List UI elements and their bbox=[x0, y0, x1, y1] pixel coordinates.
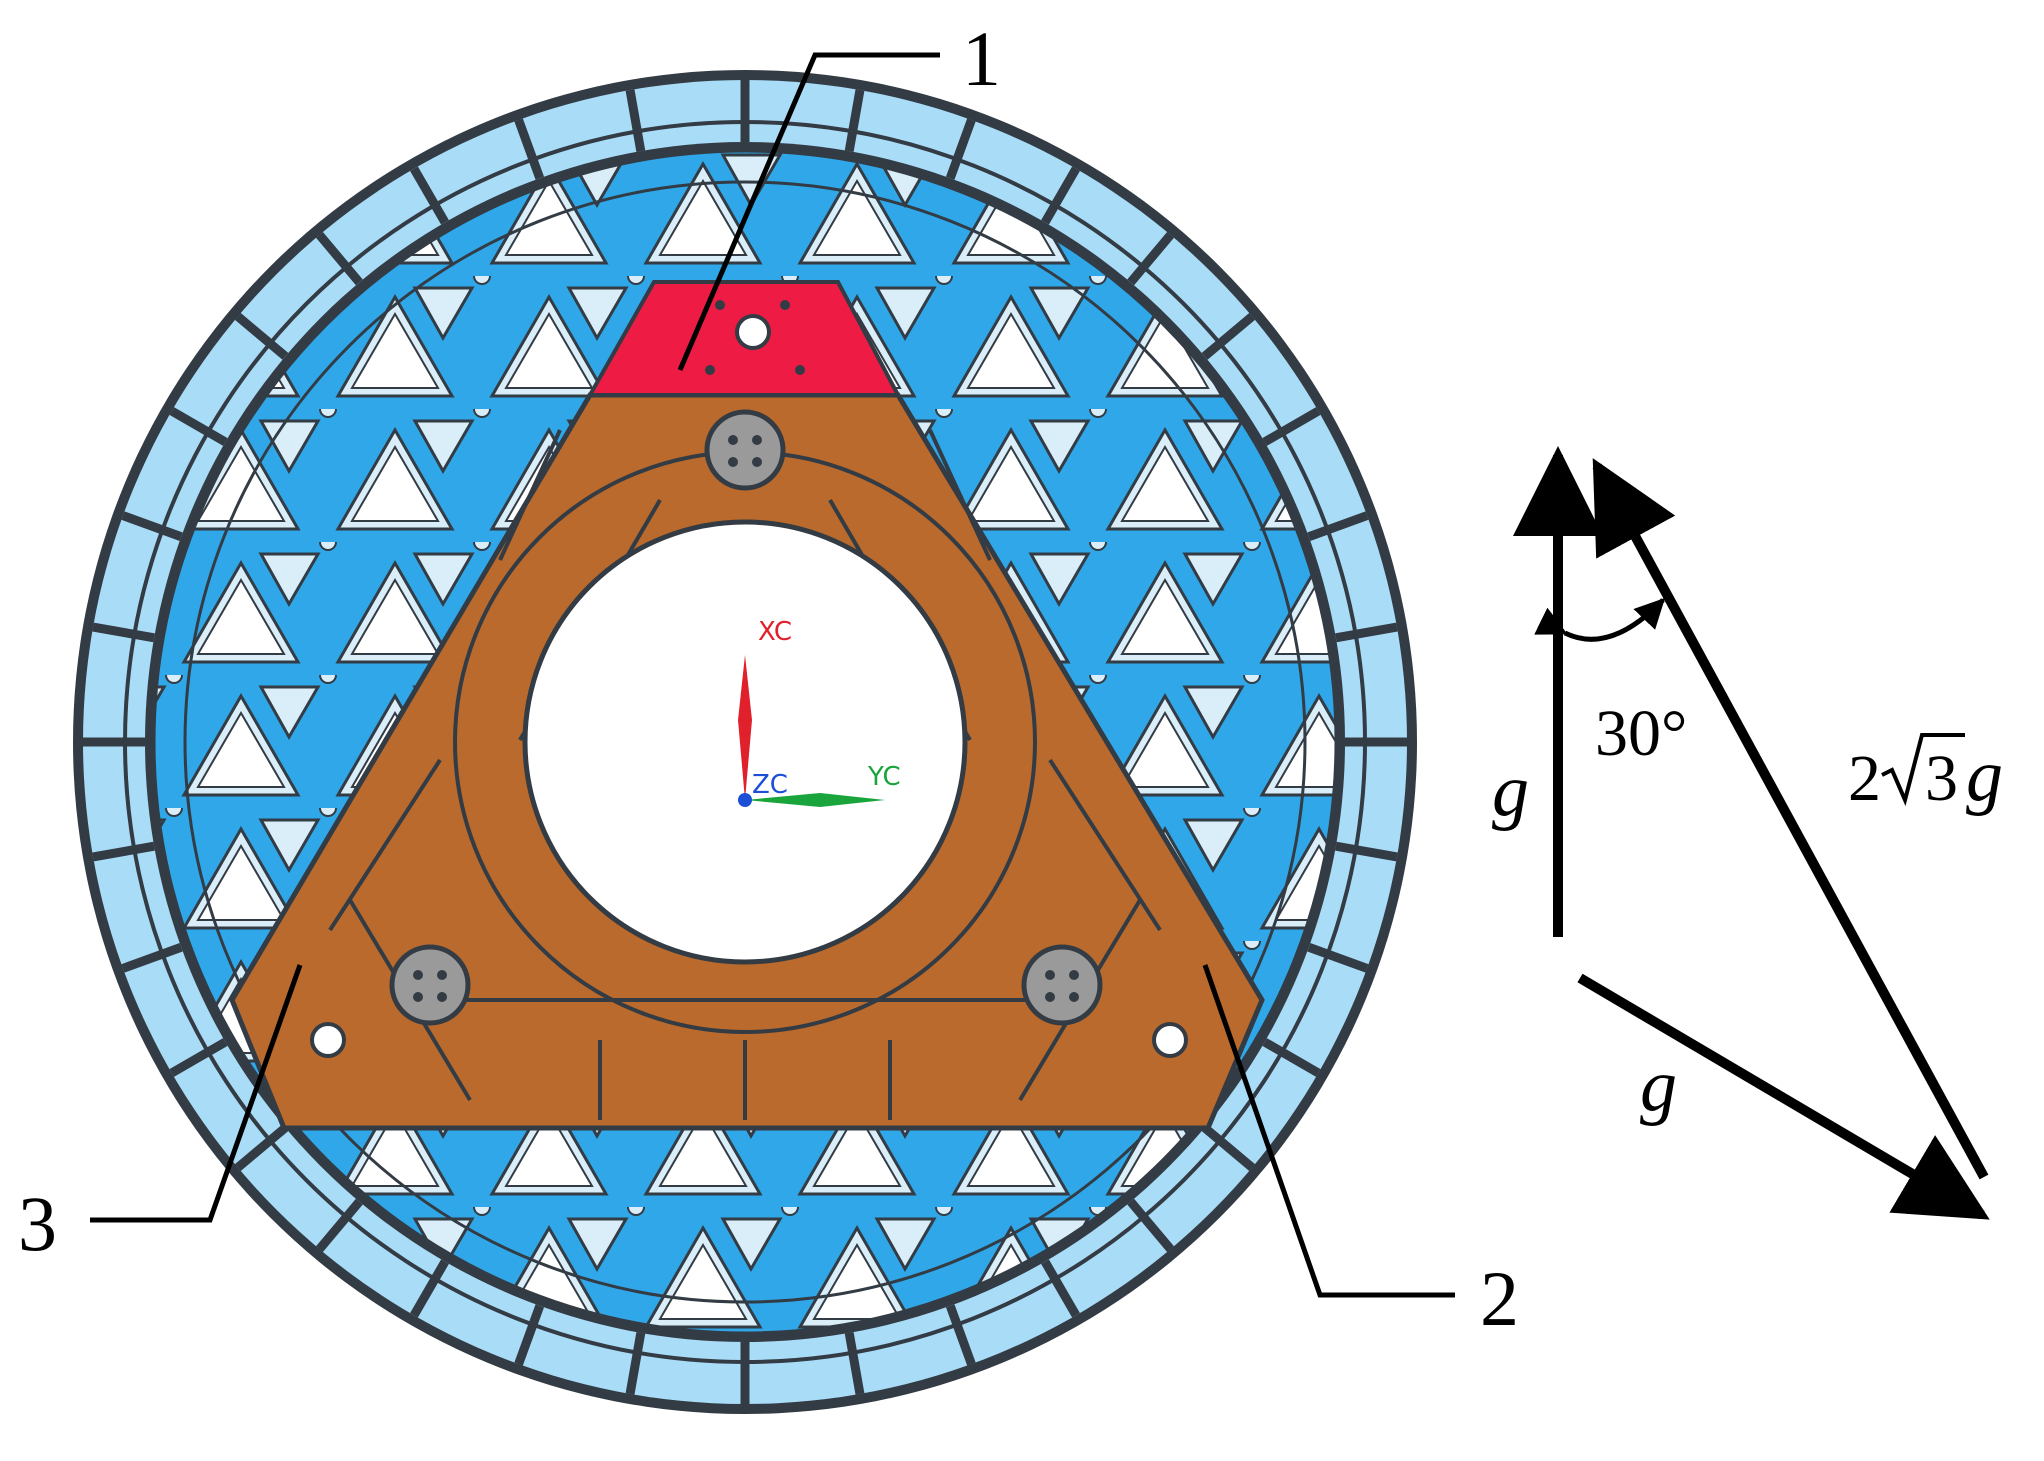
ring-divider bbox=[1307, 511, 1369, 542]
ring-divider bbox=[514, 118, 545, 180]
ring-divider bbox=[410, 166, 449, 225]
mount-left bbox=[389, 944, 471, 1026]
ring-divider bbox=[121, 942, 183, 973]
ring-divider bbox=[1201, 313, 1256, 360]
ring-divider bbox=[625, 1332, 646, 1395]
resultant-vector bbox=[1592, 458, 1989, 1180]
leader-2 bbox=[1202, 964, 1455, 1298]
zc-axis-label: ZC bbox=[752, 770, 788, 800]
ring-divider bbox=[169, 1038, 228, 1077]
ring-divider bbox=[316, 231, 363, 286]
ring-divider bbox=[514, 1304, 545, 1366]
callout-leaders bbox=[90, 52, 1455, 1298]
angle-arc bbox=[1534, 597, 1666, 642]
yc-axis-label: YC bbox=[867, 762, 901, 792]
zc-axis-dot bbox=[738, 793, 752, 807]
ring-divider bbox=[844, 89, 865, 152]
ring-divider bbox=[92, 841, 155, 862]
part1-pad bbox=[586, 280, 902, 397]
callout-1: 1 bbox=[962, 15, 1001, 102]
callout-3: 3 bbox=[18, 1180, 57, 1267]
callout-2: 2 bbox=[1480, 1255, 1519, 1342]
ring-divider bbox=[1262, 1038, 1321, 1077]
ring-divider bbox=[1041, 166, 1080, 225]
ring-divider bbox=[121, 511, 183, 542]
diagonal-vector bbox=[1577, 973, 1990, 1220]
ring-segment-dividers bbox=[83, 80, 1407, 1404]
coordinate-axes: XC YC ZC bbox=[738, 617, 901, 807]
ring-divider bbox=[169, 407, 228, 446]
diagonal-vector-label: g bbox=[1640, 1045, 1677, 1127]
ring-divider bbox=[1127, 1198, 1174, 1253]
xc-axis-label: XC bbox=[758, 617, 792, 647]
vector-diagram: 30° g g 2 3 g bbox=[1492, 446, 2003, 1220]
mount-top bbox=[704, 409, 786, 491]
ring-divider bbox=[316, 1198, 363, 1253]
resultant-label-radicand: 3 bbox=[1925, 742, 1958, 815]
ring-divider bbox=[234, 313, 289, 360]
mount-right bbox=[1021, 944, 1103, 1026]
ring-divider bbox=[844, 1332, 865, 1395]
leader-3 bbox=[90, 964, 303, 1223]
ring-divider bbox=[410, 1259, 449, 1318]
corner-hole-right bbox=[1152, 1022, 1188, 1058]
ring-divider bbox=[625, 89, 646, 152]
ring-divider bbox=[1127, 231, 1174, 286]
corner-hole-left bbox=[310, 1022, 346, 1058]
vertical-vector-label: g bbox=[1492, 750, 1529, 832]
ring-divider bbox=[1262, 407, 1321, 446]
ring-divider bbox=[945, 118, 976, 180]
angle-label: 30° bbox=[1595, 697, 1687, 770]
leader-1 bbox=[677, 52, 940, 371]
resultant-vector-label: 2 3 g bbox=[1848, 733, 2003, 817]
ring-inner-edge bbox=[123, 120, 1367, 1364]
ring-divider bbox=[945, 1304, 976, 1366]
ring-divider bbox=[1201, 1124, 1256, 1171]
ring-divider bbox=[1307, 942, 1369, 973]
xc-axis-arrow bbox=[738, 655, 752, 800]
yc-axis-arrow bbox=[745, 793, 885, 807]
ring-divider bbox=[1041, 1259, 1080, 1318]
sqrt-sign bbox=[1881, 733, 1965, 807]
ring-divider bbox=[1335, 622, 1398, 643]
ring-divider bbox=[1335, 841, 1398, 862]
resultant-label-coef: 2 bbox=[1848, 742, 1881, 815]
ring-divider bbox=[234, 1124, 289, 1171]
resultant-label-var: g bbox=[1966, 735, 2003, 817]
ring-divider bbox=[92, 622, 155, 643]
